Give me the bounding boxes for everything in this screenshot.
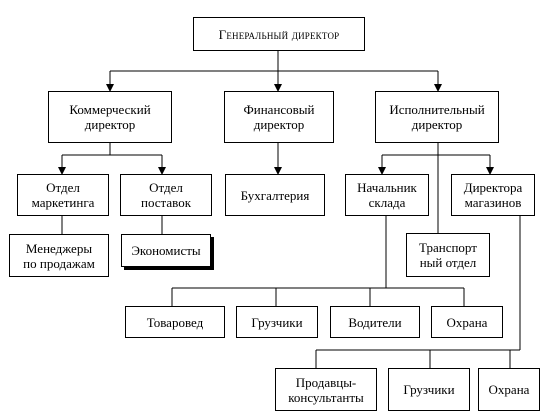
economists-box: Экономисты	[121, 234, 211, 267]
drivers-box: Водители	[330, 306, 420, 338]
warehouse-loaders-box: Грузчики	[236, 306, 318, 338]
transport-department-box: Транспорт ный отдел	[406, 233, 490, 277]
marketing-department-box: Отдел маркетинга	[17, 174, 109, 216]
commercial-director-box: Коммерческий директор	[48, 91, 172, 143]
supply-department-box: Отдел поставок	[120, 174, 212, 216]
merchandiser-box: Товаровед	[125, 306, 225, 338]
general-director-box: Генеральный директор	[193, 17, 365, 51]
store-security-box: Охрана	[478, 368, 540, 411]
store-directors-box: Директора магазинов	[451, 174, 535, 216]
warehouse-security-box: Охрана	[431, 306, 503, 338]
accounting-box: Бухгалтерия	[225, 174, 325, 216]
sales-managers-box: Менеджеры по продажам	[9, 234, 109, 277]
store-loaders-box: Грузчики	[388, 368, 470, 411]
sales-consultants-box: Продавцы- консультанты	[275, 368, 377, 411]
executive-director-box: Исполнительный директор	[375, 91, 499, 143]
warehouse-head-box: Начальник склада	[345, 174, 429, 216]
financial-director-box: Финансовый директор	[224, 91, 334, 143]
